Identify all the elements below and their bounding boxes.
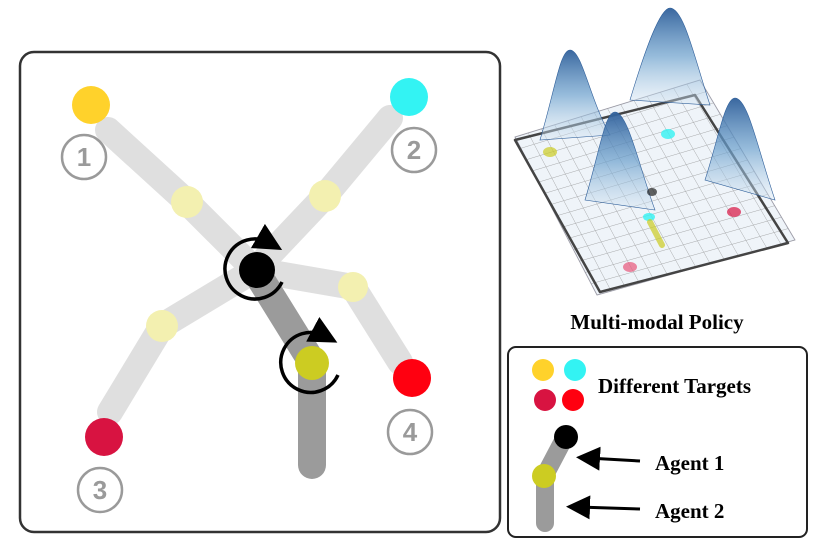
legend-targets-label: Different Targets	[598, 374, 751, 398]
target-number-badges	[60, 126, 438, 514]
legend-agent-1	[554, 425, 578, 449]
agent-1	[239, 252, 275, 288]
surface-grid-line	[660, 92, 753, 252]
legend-agent-2	[532, 464, 556, 488]
surface-grid-line	[591, 228, 789, 284]
legend-target-red	[562, 389, 584, 411]
surface-grid-line	[646, 96, 739, 256]
surface-grid-line	[579, 205, 775, 262]
legend-target-yellow	[532, 359, 554, 381]
scene-panel: 1 2 3 4	[18, 50, 502, 534]
surface-grid-line	[633, 100, 725, 260]
policy-surface	[513, 7, 796, 296]
legend-agent2-label: Agent 2	[655, 499, 724, 523]
policy-title: Multi-modal Policy	[570, 310, 744, 334]
legend-agent1-label: Agent 1	[655, 451, 724, 475]
target-number-1: 1	[77, 142, 91, 172]
surface-grid-line	[585, 216, 782, 273]
rotation-arrow-icon	[279, 317, 340, 395]
target-2	[390, 78, 428, 116]
target-number-2: 2	[407, 135, 421, 165]
arrow-icon	[576, 446, 641, 471]
surface-grid-line	[573, 194, 768, 251]
waypoint-dot	[309, 180, 341, 212]
legend: Different Targets Agent 1 Agent 2	[507, 346, 808, 538]
agent-2	[295, 346, 329, 380]
arrow-icon	[566, 495, 641, 520]
target-3	[85, 418, 123, 456]
target-number-3: 3	[93, 475, 107, 505]
waypoint-dot	[171, 186, 203, 218]
legend-target-crimson	[534, 389, 556, 411]
target-1	[72, 86, 110, 124]
surface-grid-line	[620, 104, 711, 264]
legend-target-cyan	[564, 359, 586, 381]
target-number-4: 4	[403, 417, 418, 447]
surface-grid-line	[567, 182, 762, 239]
target-4	[393, 359, 431, 397]
waypoints	[146, 180, 368, 342]
waypoint-dot	[338, 272, 368, 302]
rotation-arrow-icon	[223, 223, 284, 301]
waypoint-dot	[146, 310, 178, 342]
